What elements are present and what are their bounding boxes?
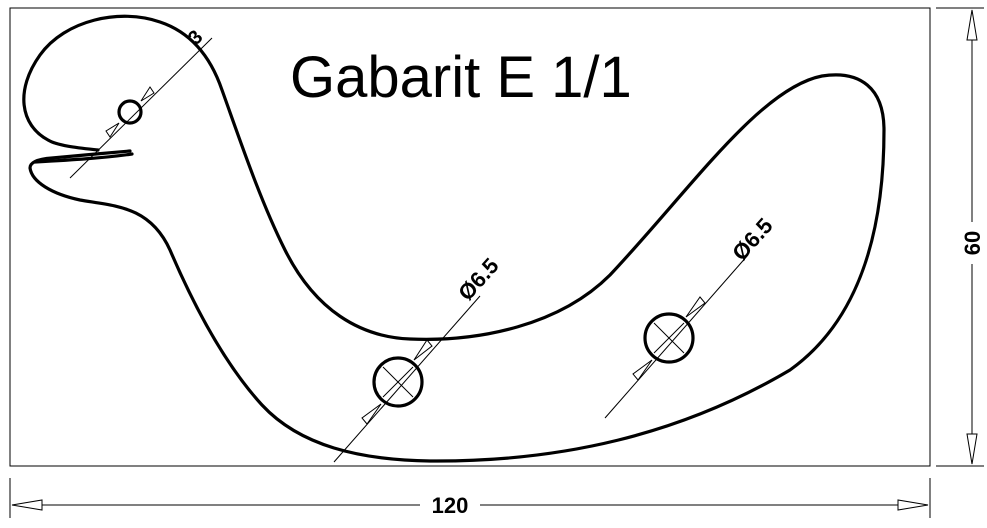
height-arrow-top	[966, 9, 978, 41]
template-outline	[22, 14, 886, 463]
hole-left-dim-line	[333, 295, 481, 463]
hole-right-arrow-bottom	[632, 359, 653, 381]
hole-right-arrow-top	[685, 296, 706, 318]
width-dim-text: 120	[432, 493, 469, 518]
hole-left-dim-text: Ø6.5	[453, 253, 503, 305]
hole-right-dim-line	[604, 254, 749, 419]
hole-right-dim-text: Ø6.5	[727, 213, 777, 265]
width-arrow-left	[11, 499, 43, 511]
mouth-line	[33, 152, 134, 164]
hole-left-arrow-top	[413, 339, 433, 361]
eye-arrow-top	[140, 86, 155, 102]
hole-left-cross-2	[382, 366, 414, 398]
hole-left-arrow-bottom	[361, 403, 382, 425]
hole-right	[643, 312, 695, 364]
hole-left	[372, 356, 424, 408]
eye-arrow-bottom	[105, 122, 120, 138]
eye-dim-line	[69, 37, 213, 179]
height-arrow-bottom	[966, 433, 978, 465]
width-arrow-right	[897, 499, 929, 511]
eye-hole	[117, 99, 143, 125]
template-title: Gabarit E 1/1	[290, 45, 632, 110]
hole-right-cross-2	[653, 322, 685, 354]
template-border	[9, 7, 931, 467]
height-dim-text: 60	[960, 231, 985, 255]
